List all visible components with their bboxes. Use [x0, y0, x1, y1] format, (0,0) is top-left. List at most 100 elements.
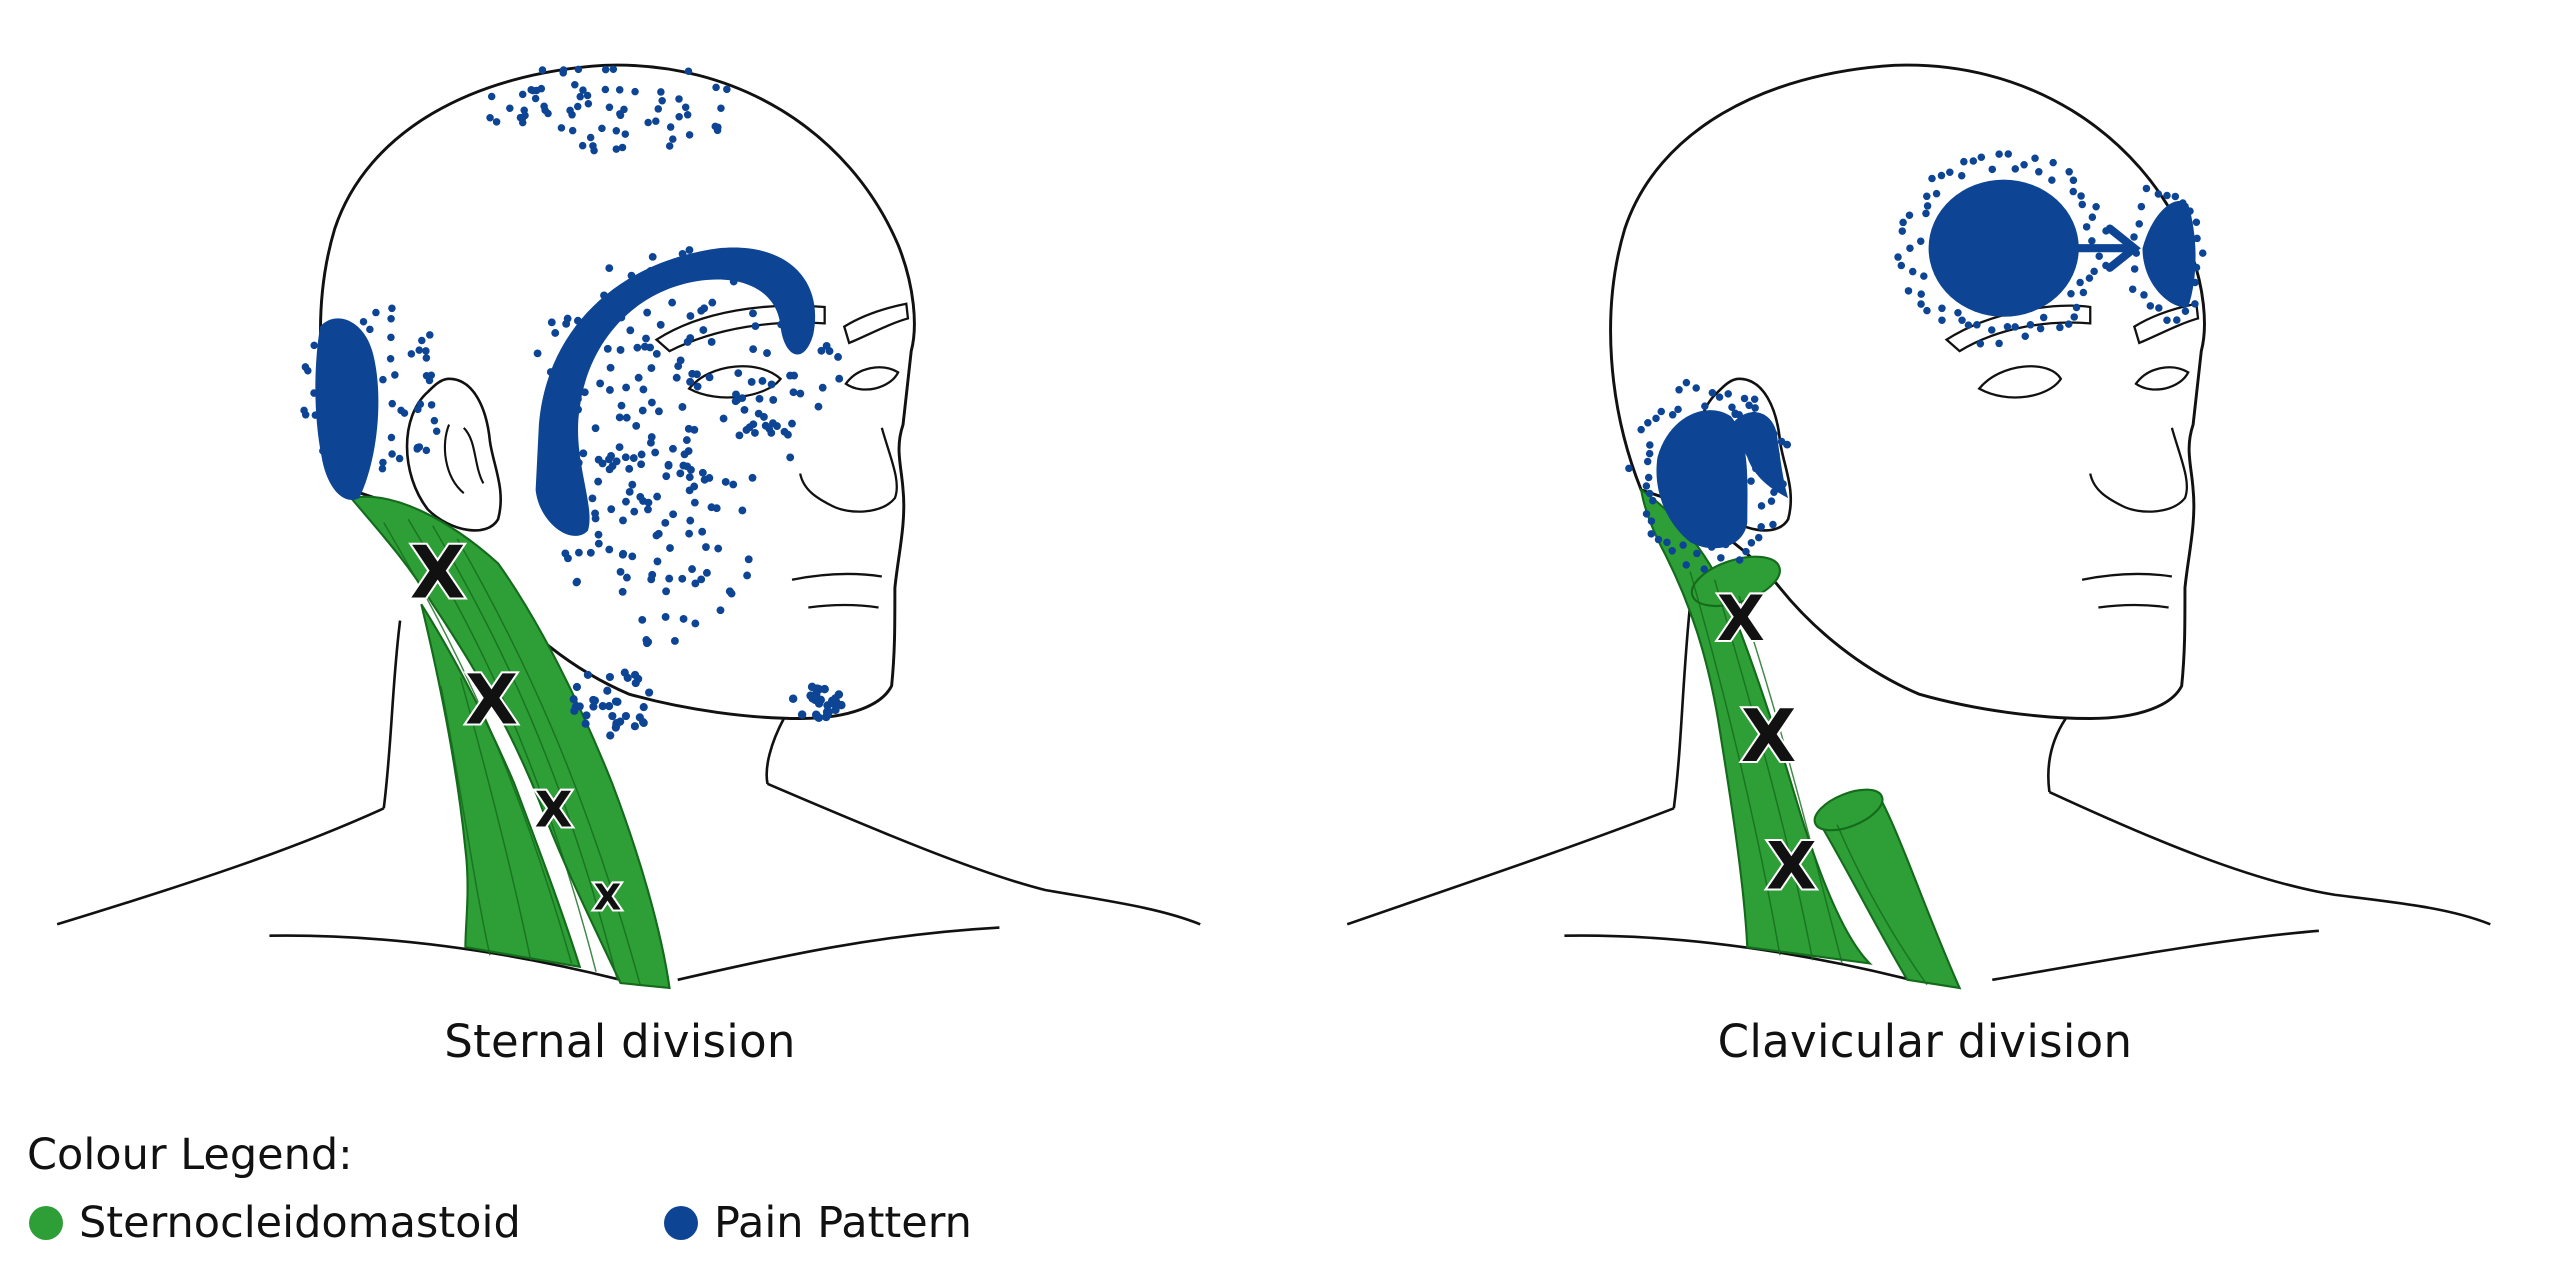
pain-dot [1957, 171, 1966, 180]
pain-dot [541, 106, 549, 114]
pain-dots-sternal [300, 65, 846, 740]
pain-dot [679, 614, 688, 623]
pain-dot [763, 349, 771, 357]
pain-dot [2069, 187, 2078, 196]
pain-dot [1779, 480, 1787, 488]
pain-dot [570, 355, 579, 364]
pain-dot [643, 639, 651, 648]
pain-dot [600, 291, 608, 300]
pain-dot [796, 389, 805, 398]
pain-dot [2154, 190, 2163, 198]
pain-dot [686, 516, 695, 525]
pain-dot [812, 712, 822, 721]
pain-dot [416, 400, 425, 408]
pain-dot [672, 373, 681, 382]
pain-dot [1783, 440, 1792, 449]
pain-dot [353, 397, 361, 405]
ear-inner [443, 424, 485, 494]
pain-dot [618, 143, 627, 152]
pain-dot [616, 346, 625, 354]
pain-dot [388, 399, 397, 408]
pain-dot [324, 377, 333, 386]
trigger-point-marker: X [410, 531, 465, 615]
chest-outline [1564, 934, 1911, 982]
pain-dot [1693, 549, 1701, 558]
pain-dot [683, 462, 692, 471]
pain-dot [1649, 496, 1657, 505]
pain-dot [769, 396, 778, 404]
pain-dot [2072, 303, 2081, 312]
pain-dot [1724, 456, 1732, 465]
pain-dot [601, 65, 610, 74]
pain-dot [811, 690, 821, 699]
pain-dot [640, 342, 649, 351]
pain-dot [644, 498, 653, 507]
pain-dot [2132, 249, 2141, 257]
pain-dot [605, 103, 614, 112]
pain-dot [708, 298, 717, 307]
pain-dot [824, 707, 833, 717]
pain-dot [594, 539, 603, 548]
pain-dot [572, 578, 581, 587]
pain-dot [1958, 316, 1966, 324]
pain-dot [675, 113, 683, 121]
pain-dot [618, 587, 627, 596]
pain-dot [789, 388, 798, 397]
pain-dot [637, 460, 646, 469]
pain-dot [646, 266, 655, 275]
pain-dot [652, 349, 661, 358]
pain-dot [1899, 218, 1907, 227]
pain-dot [625, 464, 634, 473]
pain-dot [675, 95, 683, 103]
pain-dot [2171, 192, 2180, 201]
pain-dot [2092, 202, 2100, 211]
pain-dot [2130, 233, 2138, 241]
pain-dot [700, 304, 709, 313]
pain-dot [1917, 290, 1925, 298]
pain-dot [1682, 561, 1690, 569]
pain-dot [561, 549, 570, 558]
pain-dot [407, 350, 416, 358]
pain-dot [786, 371, 794, 380]
pain-dot [1652, 414, 1660, 423]
pain-dot [707, 338, 716, 346]
pain-dot [358, 355, 366, 363]
pain-dot [538, 66, 547, 74]
shoulder-outline-right [766, 782, 1201, 926]
pain-dot [797, 710, 807, 719]
pain-dot [1707, 543, 1716, 551]
pain-dot [1977, 153, 1986, 162]
pain-dot [749, 309, 757, 318]
pain-dot [617, 401, 626, 410]
pain-dot [2090, 267, 2098, 276]
pain-dot [712, 83, 720, 92]
pain-dot [661, 518, 670, 527]
pain-dot [1760, 431, 1769, 439]
pain-dot [638, 406, 647, 415]
pain-dot [319, 447, 327, 455]
pain-dot [788, 419, 796, 428]
pain-dot [378, 464, 387, 473]
pain-dot [605, 702, 614, 711]
pain-dot [644, 505, 652, 514]
pain-dot [605, 465, 614, 474]
pain-dot [691, 579, 700, 588]
pain-dot [1923, 306, 1931, 315]
pain-dot [533, 349, 542, 358]
pain-dot [334, 461, 343, 470]
pain-dot [652, 117, 660, 125]
pain-dot [2076, 278, 2084, 287]
pain-dot [1692, 384, 1700, 392]
pain-dot [738, 506, 747, 515]
pain-dot [1708, 388, 1717, 397]
pain-dot [572, 682, 582, 692]
pain-dot [1757, 502, 1766, 510]
pain-dot [605, 264, 614, 273]
pain-dot [1898, 227, 1907, 235]
pain-dot [729, 277, 738, 286]
pain-dot [1724, 390, 1732, 398]
pain-dot [388, 450, 396, 458]
pain-dot [546, 368, 555, 376]
pain-dot [2192, 218, 2201, 227]
pain-dot [1637, 425, 1645, 434]
